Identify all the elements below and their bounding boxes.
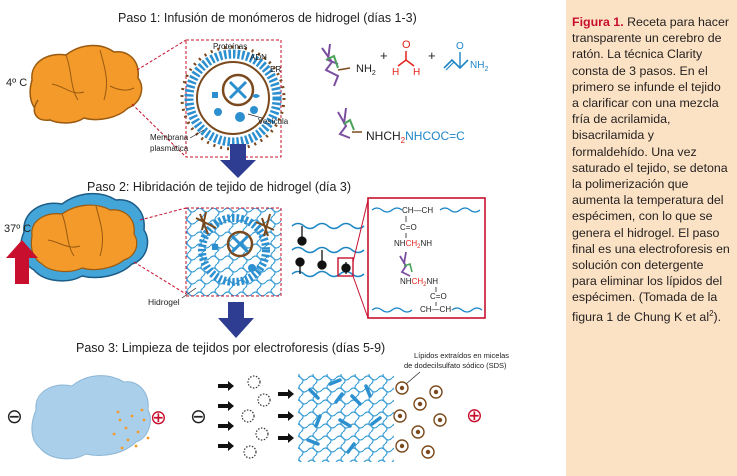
crosslinks [295, 226, 351, 274]
step3-title: Paso 3: Limpieza de tejidos por electrof… [76, 341, 385, 355]
detail-ch-bottom: CH—CH [420, 305, 451, 314]
electrode-negative-1: ⊖ [6, 406, 23, 428]
electrode-negative-2: ⊖ [190, 406, 207, 428]
detail-nh-ch2-nh: NHCH2NH [394, 239, 432, 250]
clarity-diagram: Paso 1: Infusión de monómeros de hidroge… [4, 11, 509, 462]
zoom-box-step1 [185, 39, 282, 158]
protein-molecule-1 [321, 43, 351, 87]
detail-co-bottom: C=O [430, 292, 447, 301]
cleared-brain [31, 375, 151, 460]
label-er: ER [270, 65, 281, 74]
brain-step1 [29, 44, 143, 124]
detail-co-top: C=O [400, 223, 417, 232]
step2-title: Paso 2: Hibridación de tejido de hidroge… [87, 180, 351, 194]
nucleus-dna [221, 73, 255, 107]
chem-amide-formula: NHCH2NHCOC=C [366, 129, 465, 145]
electrode-positive-1: ⊕ [150, 405, 167, 429]
formaldehyde-o: O [402, 39, 411, 51]
arrow-down-2 [218, 302, 254, 338]
label-membrane-2: plasmática [150, 144, 189, 153]
label-hydrogel: Hidrogel [148, 297, 180, 307]
lipid-particles [112, 408, 150, 450]
figure-caption: Figura 1. Receta para hacer transparente… [566, 0, 737, 476]
detail-protein [399, 251, 413, 277]
label-membrane-1: Membrana [150, 133, 189, 142]
heat-arrow-up [6, 240, 38, 284]
temp-cold: 4º C [6, 77, 27, 89]
step1-title: Paso 1: Infusión de monómeros de hidroge… [118, 11, 417, 25]
retained-proteins [306, 378, 382, 454]
formaldehyde-h2: H [413, 67, 420, 78]
chem-nh2-1: NH2 [356, 63, 376, 77]
temp-warm: 37º C [4, 223, 31, 235]
micelle-cores [397, 385, 443, 455]
chem-plus-2: + [428, 48, 436, 63]
caption-superscript: 2 [709, 308, 714, 318]
detail-nh-ch2-nh-b: NHCH2NH [400, 277, 438, 288]
acrylamide: O NH2 [443, 41, 488, 73]
caption-end: ). [713, 309, 722, 324]
detail-ch-top: CH—CH [402, 206, 433, 215]
arrow-down-1 [220, 144, 256, 178]
polymer-chains [291, 222, 365, 278]
acrylamide-nh2: NH2 [470, 60, 488, 73]
formaldehyde-h1: H [392, 67, 399, 78]
brain-step2 [20, 192, 149, 282]
label-vesicle: Vesícula [258, 117, 289, 126]
label-lipids-1: Lípidos extraídos en micelas [414, 351, 509, 360]
electrode-positive-2: ⊕ [466, 403, 483, 427]
chem-detail-box [367, 197, 486, 319]
highlight-box [337, 257, 354, 277]
protein-molecule-2 [337, 107, 362, 139]
caption-figure-label: Figura 1. [572, 15, 624, 29]
acrylamide-o: O [456, 41, 464, 52]
hybridized-cell [195, 211, 275, 286]
caption-paragraph: Figura 1. Receta para hacer transparente… [572, 14, 731, 325]
caption-text: Receta para hacer transparente un cerebr… [572, 15, 730, 324]
chem-plus-1: + [380, 48, 388, 63]
vesicles [212, 92, 260, 122]
micelles-left [241, 375, 271, 459]
formaldehyde: O H H [392, 39, 420, 78]
flow-arrows [218, 381, 294, 451]
label-proteins: Proteínas [213, 42, 247, 51]
label-lipids-2: de dodecilsulfato sódico (SDS) [404, 361, 507, 370]
label-dna: ADN [250, 53, 267, 62]
